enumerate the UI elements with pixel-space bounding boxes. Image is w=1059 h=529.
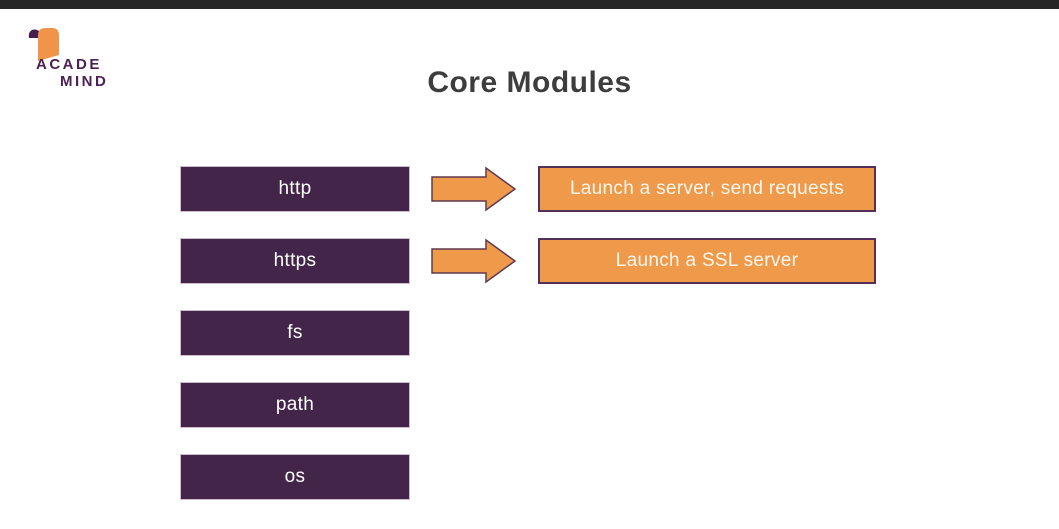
right-arrow-http-icon [431,166,517,212]
description-label: Launch a server, send requests [569,178,845,199]
module-box-http: http [180,166,410,212]
module-label: path [275,394,315,415]
logo-text-line1: ACADE [36,56,102,73]
top-bar [0,0,1059,9]
logo-text-line2: MIND [60,73,109,90]
academind-ribbon-icon [28,28,59,61]
module-box-fs: fs [180,310,410,356]
description-box-https: Launch a SSL server [538,238,876,284]
academind-logo: ACADE MIND [26,27,126,101]
module-label: fs [287,322,303,343]
right-arrow-https-icon [431,238,517,284]
description-box-http: Launch a server, send requests [538,166,876,212]
description-label: Launch a SSL server [615,250,799,271]
module-box-os: os [180,454,410,500]
module-box-path: path [180,382,410,428]
module-label: os [284,466,306,487]
slide-title: Core Modules [427,66,632,99]
module-box-https: https [180,238,410,284]
module-label: https [273,250,317,271]
module-label: http [278,178,312,199]
